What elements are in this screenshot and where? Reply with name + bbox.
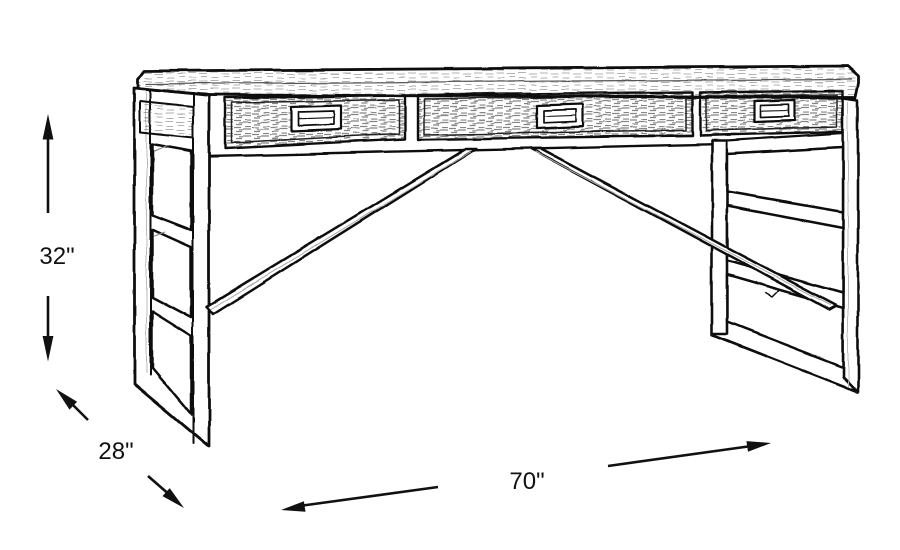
width-arrow-shaft-left: [302, 485, 439, 507]
width-arrowhead-left-icon: [281, 501, 306, 512]
brace-left-bar: [205, 147, 478, 316]
height-dimension-label: 32": [39, 243, 74, 270]
depth-arrow-shaft-bottom: [147, 475, 169, 494]
drawer-right-handle: [752, 99, 797, 124]
depth-dimension-label: 28": [98, 438, 133, 465]
width-arrow-shaft-right: [607, 445, 749, 468]
leg-right-back-post: [841, 96, 860, 394]
leg-right-front-post: [710, 139, 729, 336]
desk-leg-left: [132, 86, 211, 449]
desk-top: [136, 64, 861, 99]
leg-left-apron-side-panel: [139, 100, 194, 139]
height-arrowhead-up-icon: [42, 114, 54, 140]
depth-arrowhead-upleft-icon: [56, 389, 78, 410]
handle-inner: [297, 110, 335, 127]
leg-left-opening-1: [150, 142, 193, 232]
leg-left-opening-2: [150, 228, 193, 320]
sketch-ticks: [153, 145, 167, 237]
drawer-left: [223, 94, 407, 150]
handle-slot: [543, 114, 577, 118]
width-arrowhead-right-icon: [746, 441, 771, 452]
leg-right-opening-2: [725, 204, 845, 295]
leg-right-opening-1: [725, 145, 845, 214]
brace-right-notch: [765, 290, 780, 298]
handle-inner: [543, 108, 577, 124]
desk-leg-right: [710, 96, 860, 394]
desk-sketch: [132, 64, 861, 449]
leg-left-opening-3: [150, 310, 193, 416]
height-arrowhead-down-icon: [42, 336, 54, 362]
depth-arrow-shaft-top: [72, 404, 89, 421]
leg-right-bottom-rail-edge: [710, 333, 860, 394]
dimension-height: 32": [39, 114, 75, 362]
handle-slot: [297, 117, 335, 120]
dimension-width: 70": [281, 441, 771, 512]
brace-left-highlight: [210, 151, 471, 310]
width-dimension-label: 70": [509, 468, 544, 495]
dimension-depth: 28": [56, 389, 184, 508]
depth-arrowhead-downright-icon: [162, 488, 184, 508]
handle-inner: [759, 103, 790, 119]
drawer-middle-handle: [535, 102, 585, 130]
drawer-left-handle: [289, 104, 343, 133]
handle-slot: [759, 109, 790, 112]
drawer-left-bezel: [230, 99, 400, 144]
brace-right: [529, 147, 838, 311]
brace-left: [205, 147, 478, 316]
brace-right-highlight: [534, 151, 831, 306]
drawer-middle: [416, 90, 694, 141]
desk-top-edge-line: [145, 78, 853, 85]
